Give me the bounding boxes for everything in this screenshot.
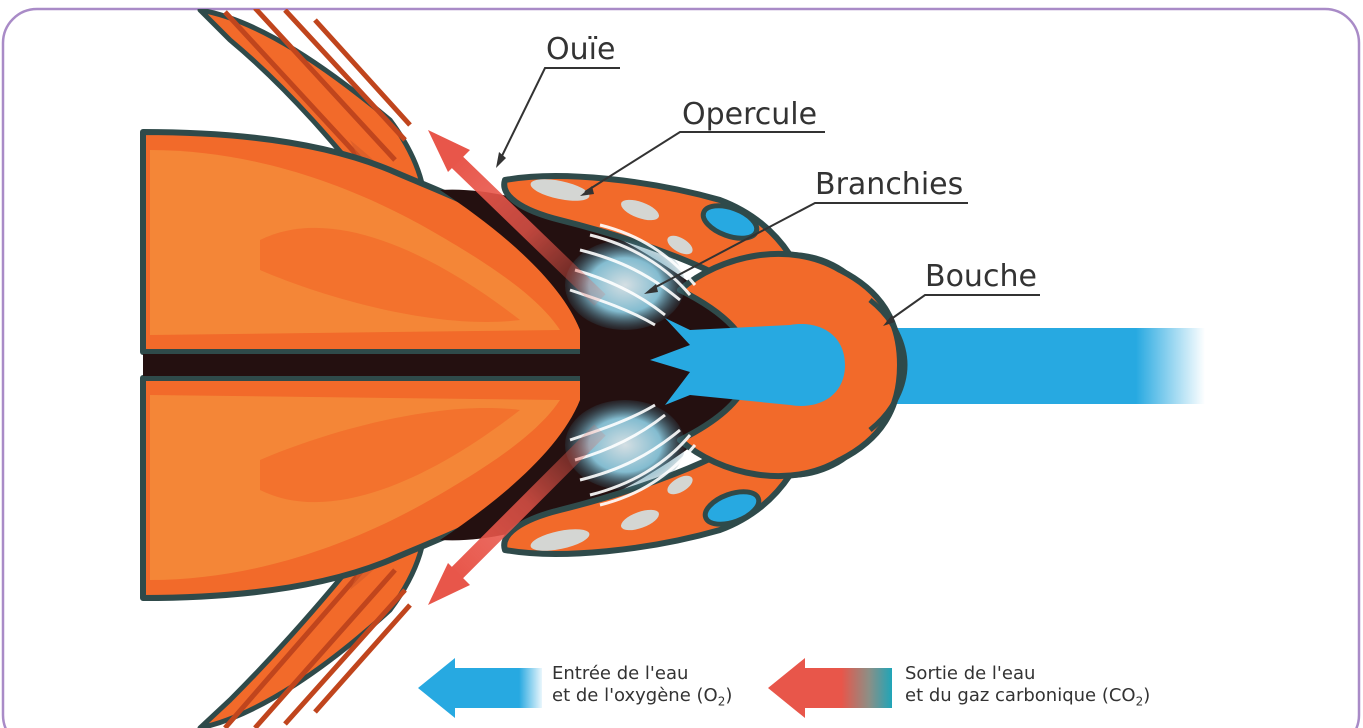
legend-inflow-line2: et de l'oxygène (O2)	[552, 685, 732, 713]
label-bouche: Bouche	[925, 262, 1037, 292]
legend-outflow-line2: et du gaz carbonique (CO2)	[905, 685, 1150, 713]
legend-outflow-line1: Sortie de l'eau	[905, 663, 1150, 685]
legend-inflow-text: Entrée de l'eau et de l'oxygène (O2)	[552, 663, 732, 713]
label-branchies: Branchies	[815, 170, 963, 200]
legend-inflow-line1: Entrée de l'eau	[552, 663, 732, 685]
legend-outflow-text: Sortie de l'eau et du gaz carbonique (CO…	[905, 663, 1150, 713]
label-ouie: Ouïe	[546, 35, 615, 65]
water-in-mouth	[650, 318, 845, 406]
incoming-water-stream	[860, 328, 1205, 404]
spine-line	[143, 354, 603, 376]
label-opercule: Opercule	[682, 100, 817, 130]
